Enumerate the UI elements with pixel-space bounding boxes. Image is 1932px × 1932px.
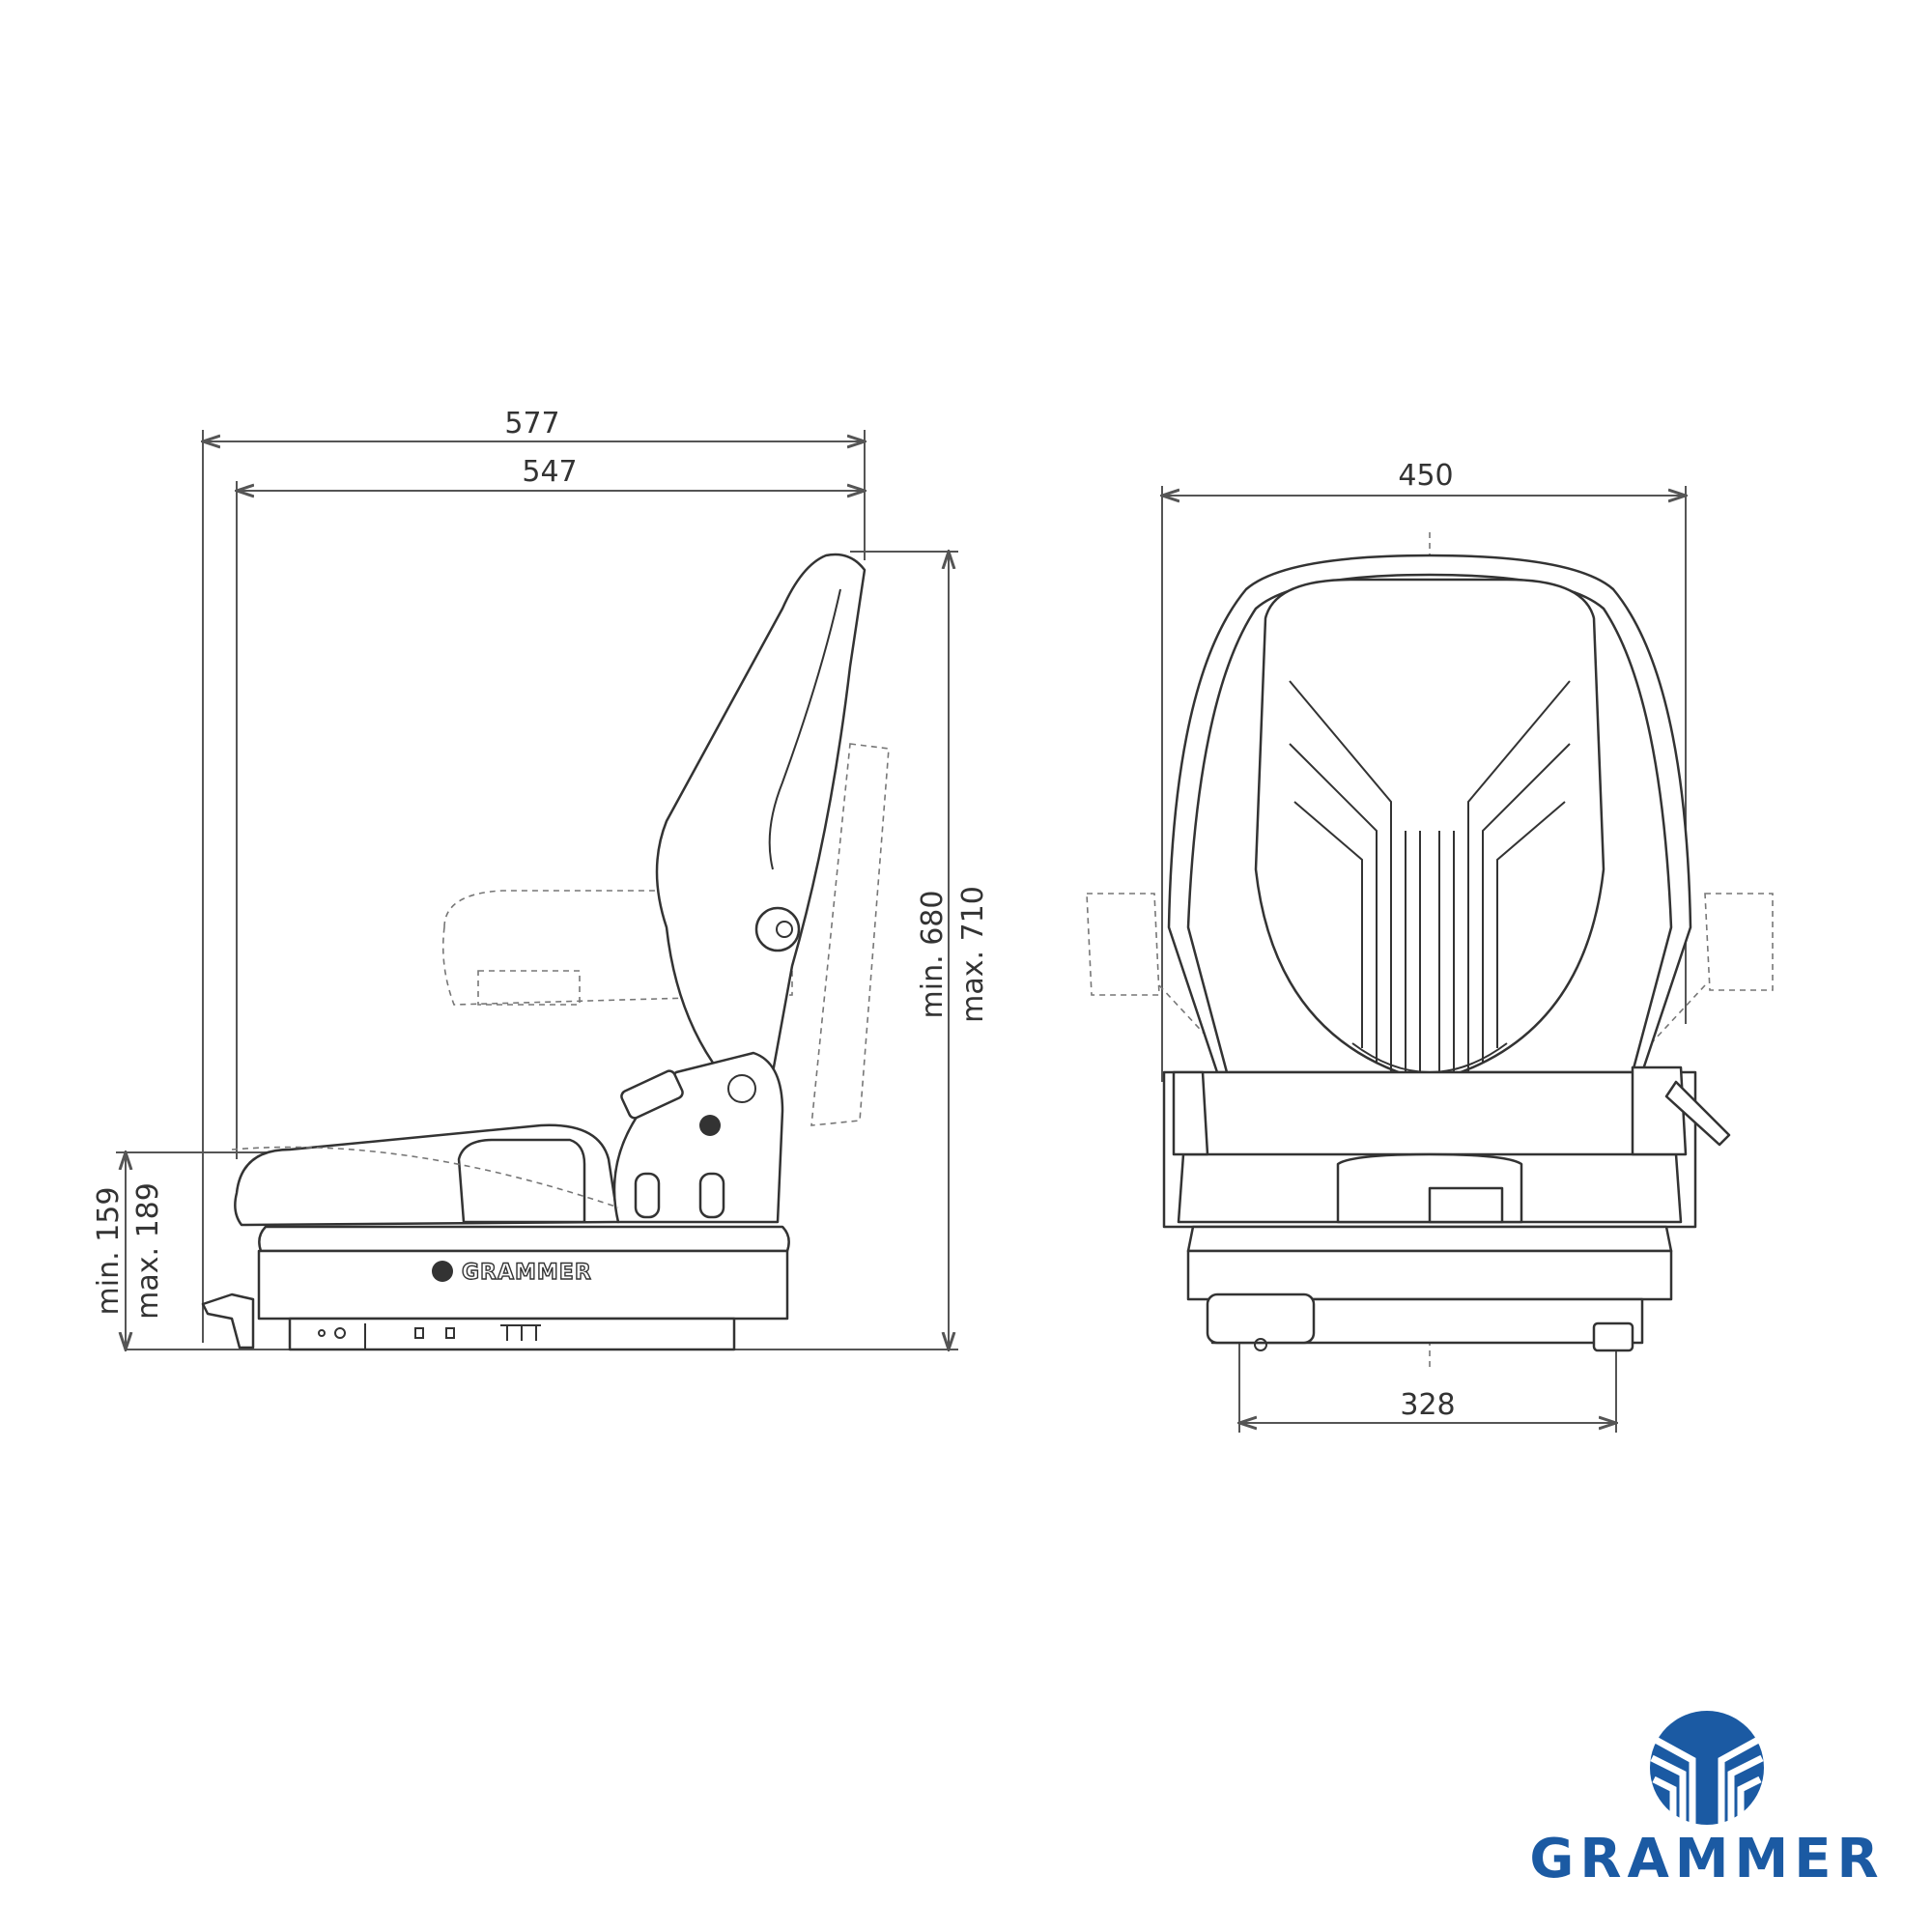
side-view: 577 547 min. 680 max. 710 min. 159 max. … (92, 407, 990, 1350)
dimension-label: min. 680 (916, 891, 950, 1019)
dimension-label: min. 159 (92, 1187, 126, 1316)
side-seat-outline: GRAMMER (201, 553, 890, 1351)
dimension-label: 328 (1400, 1388, 1455, 1422)
dimension-label: 547 (522, 455, 577, 489)
dimension-label: 577 (504, 407, 559, 440)
dimension-547: 547 (237, 455, 865, 1159)
logo-text: GRAMMER (1529, 1828, 1884, 1890)
dimension-328: 328 (1239, 1343, 1616, 1433)
brand-emblem-icon (432, 1261, 453, 1282)
brand-emblem-icon (699, 1115, 721, 1136)
base-brand-label: GRAMMER (462, 1261, 592, 1285)
logo-emblem-icon (1650, 1711, 1764, 1825)
grammer-logo: GRAMMER (1529, 1711, 1884, 1890)
front-seat-outline (1086, 554, 1774, 1352)
dimension-577: 577 (203, 407, 865, 1343)
front-view: 450 328 (1086, 459, 1774, 1433)
dimension-label: max. 710 (956, 886, 990, 1023)
dimension-suspension: min. 159 max. 189 (92, 1152, 290, 1350)
dimension-label: max. 189 (131, 1182, 165, 1320)
dimension-450: 450 (1162, 459, 1686, 1082)
dimension-label: 450 (1398, 459, 1453, 493)
